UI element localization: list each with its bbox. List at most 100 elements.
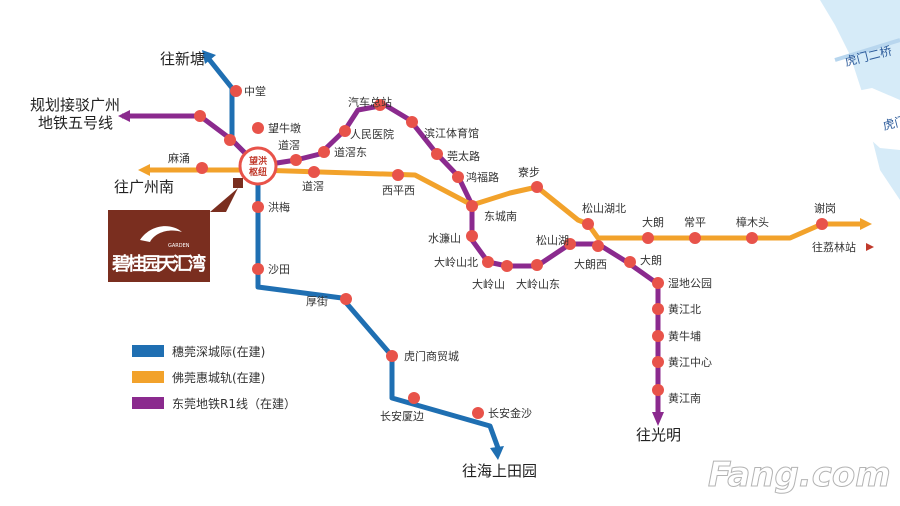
station-guancheng[interactable] (431, 148, 443, 160)
watermark-main: Fang.com (708, 455, 891, 495)
label-qiche: 汽车总站 (348, 95, 392, 109)
dir-xintang: 往新塘 (160, 50, 205, 68)
label-changan-jinsha: 长安金沙 (488, 406, 532, 420)
dir-lizhilin: 往荔林站 (812, 240, 856, 254)
station-mayong[interactable] (196, 162, 208, 174)
station-changan-jinsha[interactable] (472, 407, 484, 419)
station-zhongtang[interactable] (230, 85, 242, 97)
dir-line5-1: 规划接驳广州 (30, 96, 120, 114)
orange-arrow-east (860, 218, 872, 230)
station-purple-west[interactable] (194, 110, 206, 122)
label-dalang-purple: 大朗 (640, 253, 662, 267)
hub-line1: 望洪 (249, 155, 267, 167)
station-daling-dong[interactable] (531, 259, 543, 271)
purple-arrow-west (118, 110, 130, 122)
label-daling-bei: 大岭山北 (434, 255, 478, 269)
label-shuilian: 水濂山 (428, 231, 461, 245)
logo-small-text: GARDEN (168, 243, 190, 249)
station-binjiang[interactable] (406, 116, 418, 128)
station-daling-bei[interactable] (482, 256, 494, 268)
station-dalang-xi[interactable] (592, 240, 604, 252)
station-songshanhu-bei[interactable] (582, 218, 594, 230)
label-daojiao-orange: 道滘 (302, 179, 324, 193)
station-huangjiang-zx[interactable] (652, 356, 664, 368)
dir-line5-2: 地铁五号线 (38, 114, 113, 132)
label-daojiao-blue: 道滘 (278, 138, 300, 152)
station-huangjiang-bei[interactable] (652, 303, 664, 315)
station-dalang-purple[interactable] (624, 256, 636, 268)
station-daojiao-orange[interactable] (308, 166, 320, 178)
label-hongfu: 鸿福路 (466, 170, 499, 184)
station-shidi[interactable] (652, 277, 664, 289)
station-hongfu[interactable] (452, 171, 464, 183)
bridge-line (834, 38, 900, 62)
label-changan-xiabian: 长安厦边 (380, 409, 424, 423)
label-shatian: 沙田 (268, 263, 290, 276)
dir-guangming: 往光明 (636, 426, 681, 444)
station-humen[interactable] (386, 350, 398, 362)
label-daojiao-dong: 道滘东 (334, 145, 367, 159)
legend-label-orange: 佛莞惠城轨(在建) (172, 371, 265, 385)
station-zhangmutou[interactable] (746, 232, 758, 244)
station-dongcheng-nan[interactable] (466, 200, 478, 212)
station-wangniudun[interactable] (252, 122, 264, 134)
hub-line2: 枢纽 (249, 166, 267, 178)
logo-name: 碧桂园天汇湾 (111, 253, 206, 275)
stations (194, 85, 828, 419)
label-wangniudun: 望牛墩 (268, 121, 301, 135)
station-daojiao-dong[interactable] (318, 146, 330, 158)
hub-wanghong[interactable]: 望洪 枢纽 (238, 146, 278, 186)
label-renmin: 人民医院 (350, 127, 394, 141)
station-daling[interactable] (501, 260, 513, 272)
station-changping[interactable] (689, 232, 701, 244)
station-renmin[interactable] (339, 125, 351, 137)
label-huangjiang-nan: 黄江南 (668, 391, 701, 405)
bridge-label-2: 虎门 (881, 113, 900, 133)
label-changping: 常平 (684, 216, 706, 229)
legend-swatch-orange (132, 371, 164, 383)
label-songshanhu-bei: 松山湖北 (582, 201, 626, 215)
station-shuilian[interactable] (466, 230, 478, 242)
orange-arrow-west (138, 164, 150, 176)
label-daling-dong: 大岭山东 (516, 277, 560, 291)
watermark: 房天下 Fang.com (708, 442, 892, 496)
station-qiche[interactable] (374, 99, 386, 111)
blue-arrow-north (202, 50, 216, 64)
station-changan-xiabian[interactable] (408, 392, 420, 404)
station-huangjiang-nan[interactable] (652, 384, 664, 396)
blue-arrow-south (490, 446, 504, 460)
label-humen: 虎门商贸城 (404, 349, 459, 363)
label-shidi: 湿地公园 (668, 277, 712, 290)
station-shatian[interactable] (252, 263, 264, 275)
logo-box: GARDEN 碧桂园天汇湾 (108, 210, 210, 282)
legend-label-blue: 穗莞深城际(在建) (172, 345, 265, 359)
station-songshanhu[interactable] (564, 238, 576, 250)
station-huangniupu[interactable] (652, 330, 664, 342)
label-binjiang: 滨江体育馆 (424, 126, 479, 140)
station-liaobu[interactable] (531, 181, 543, 193)
dir-haishang: 往海上田园 (462, 462, 537, 480)
station-xiping-xi[interactable] (392, 169, 404, 181)
label-daling: 大岭山 (472, 277, 505, 291)
label-songshanhu: 松山湖 (536, 233, 569, 247)
blue-line (206, 56, 501, 449)
station-houjie[interactable] (340, 293, 352, 305)
label-xiping-xi: 西平西 (382, 184, 415, 197)
label-dalang-xi: 大朗西 (574, 257, 607, 271)
legend-swatch-purple (132, 397, 164, 409)
dir-guangzhou-south: 往广州南 (114, 178, 174, 196)
station-dalang-orange[interactable] (642, 232, 654, 244)
label-houjie: 厚街 (306, 294, 328, 308)
project-marker[interactable] (233, 178, 243, 188)
label-hongmei: 洪梅 (268, 200, 290, 214)
label-dongcheng-nan: 东城南 (484, 210, 517, 223)
station-daojiao-blue[interactable] (290, 154, 302, 166)
station-hongmei[interactable] (252, 201, 264, 213)
purple-arrow-south (652, 412, 664, 426)
label-xiegang: 谢岗 (814, 201, 836, 215)
legend-label-purple: 东莞地铁R1线（在建） (172, 397, 296, 411)
station-purple-2[interactable] (224, 134, 236, 146)
station-xiegang[interactable] (816, 218, 828, 230)
logo-swirl-icon (140, 226, 182, 242)
